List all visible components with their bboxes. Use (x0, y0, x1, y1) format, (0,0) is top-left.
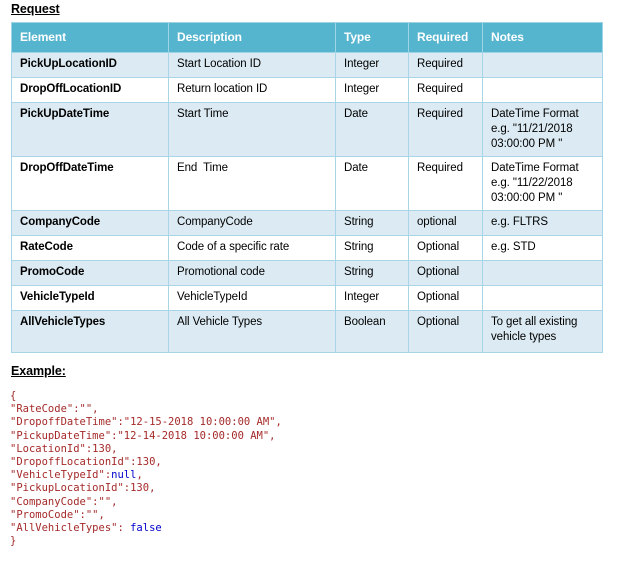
cell-element: DropOffLocationID (11, 77, 169, 103)
cell-notes: DateTime Format e.g. "11/21/2018 03:00:0… (482, 102, 603, 157)
cell-type: Date (335, 156, 409, 211)
cell-notes (482, 52, 603, 78)
column-header-type: Type (335, 22, 409, 53)
code-line: } (10, 535, 17, 548)
cell-required: Optional (408, 260, 483, 286)
table-row: CompanyCode CompanyCode String optional … (11, 210, 603, 236)
cell-description: Promotional code (168, 260, 336, 286)
cell-element: PromoCode (11, 260, 169, 286)
table-row: PickUpDateTime Start Time Date Required … (11, 102, 603, 157)
cell-type: Date (335, 102, 409, 157)
code-line: "PickupDateTime":"12-14-2018 10:00:00 AM… (10, 429, 276, 442)
code-line: "LocationId":130, (10, 442, 118, 455)
cell-description: All Vehicle Types (168, 310, 336, 353)
cell-description: Code of a specific rate (168, 235, 336, 261)
cell-element: PickUpDateTime (11, 102, 169, 157)
request-section-heading: Request (11, 2, 60, 16)
example-json-code-block: {"RateCode":"","DropoffDateTime":"12-15-… (10, 390, 282, 548)
cell-type: String (335, 235, 409, 261)
cell-notes (482, 77, 603, 103)
cell-description: Return location ID (168, 77, 336, 103)
cell-required: Optional (408, 285, 483, 311)
cell-element: PickUpLocationID (11, 52, 169, 78)
column-header-notes: Notes (482, 22, 603, 53)
code-line: "RateCode":"", (10, 403, 99, 416)
cell-type: Integer (335, 52, 409, 78)
code-line: { (10, 390, 17, 402)
code-line: "PickupLocationId":130, (10, 482, 156, 495)
cell-description: End Time (168, 156, 336, 211)
table-row: VehicleTypeId VehicleTypeId Integer Opti… (11, 285, 603, 311)
table-header-row: Element Description Type Required Notes (11, 22, 603, 53)
cell-description: Start Time (168, 102, 336, 157)
cell-notes: e.g. STD (482, 235, 603, 261)
cell-required: Optional (408, 310, 483, 353)
code-literal-token: false (130, 522, 162, 535)
code-line: "AllVehicleTypes": false (10, 522, 162, 535)
cell-type: Integer (335, 77, 409, 103)
column-header-required: Required (408, 22, 483, 53)
cell-notes (482, 260, 603, 286)
table-row: RateCode Code of a specific rate String … (11, 235, 603, 261)
cell-type: String (335, 210, 409, 236)
table-row: DropOffLocationID Return location ID Int… (11, 77, 603, 103)
table-row: DropOffDateTime End Time Date Required D… (11, 156, 603, 211)
code-line: "PromoCode":"", (10, 508, 105, 521)
cell-element: CompanyCode (11, 210, 169, 236)
cell-element: RateCode (11, 235, 169, 261)
cell-notes: DateTime Format e.g. "11/22/2018 03:00:0… (482, 156, 603, 211)
cell-required: Required (408, 52, 483, 78)
cell-notes (482, 285, 603, 311)
code-line: "DropoffDateTime":"12-15-2018 10:00:00 A… (10, 416, 282, 429)
code-line: "CompanyCode":"", (10, 495, 118, 508)
cell-type: Boolean (335, 310, 409, 353)
cell-required: optional (408, 210, 483, 236)
code-literal-token: null (111, 469, 137, 482)
code-line: "VehicleTypeId":null, (10, 469, 143, 482)
cell-notes: To get all existing vehicle types (482, 310, 603, 353)
table-row: AllVehicleTypes All Vehicle Types Boolea… (11, 310, 603, 353)
cell-type: String (335, 260, 409, 286)
cell-required: Required (408, 156, 483, 211)
cell-description: CompanyCode (168, 210, 336, 236)
cell-type: Integer (335, 285, 409, 311)
cell-required: Required (408, 77, 483, 103)
cell-element: VehicleTypeId (11, 285, 169, 311)
cell-required: Required (408, 102, 483, 157)
example-section-heading: Example: (11, 364, 66, 378)
cell-element: DropOffDateTime (11, 156, 169, 211)
request-parameters-table: Element Description Type Required Notes … (11, 22, 603, 353)
cell-description: Start Location ID (168, 52, 336, 78)
column-header-element: Element (11, 22, 169, 53)
code-line: "DropoffLocationId":130, (10, 456, 162, 469)
cell-element: AllVehicleTypes (11, 310, 169, 353)
column-header-description: Description (168, 22, 336, 53)
cell-description: VehicleTypeId (168, 285, 336, 311)
table-row: PromoCode Promotional code String Option… (11, 260, 603, 286)
cell-required: Optional (408, 235, 483, 261)
cell-notes: e.g. FLTRS (482, 210, 603, 236)
table-row: PickUpLocationID Start Location ID Integ… (11, 52, 603, 78)
